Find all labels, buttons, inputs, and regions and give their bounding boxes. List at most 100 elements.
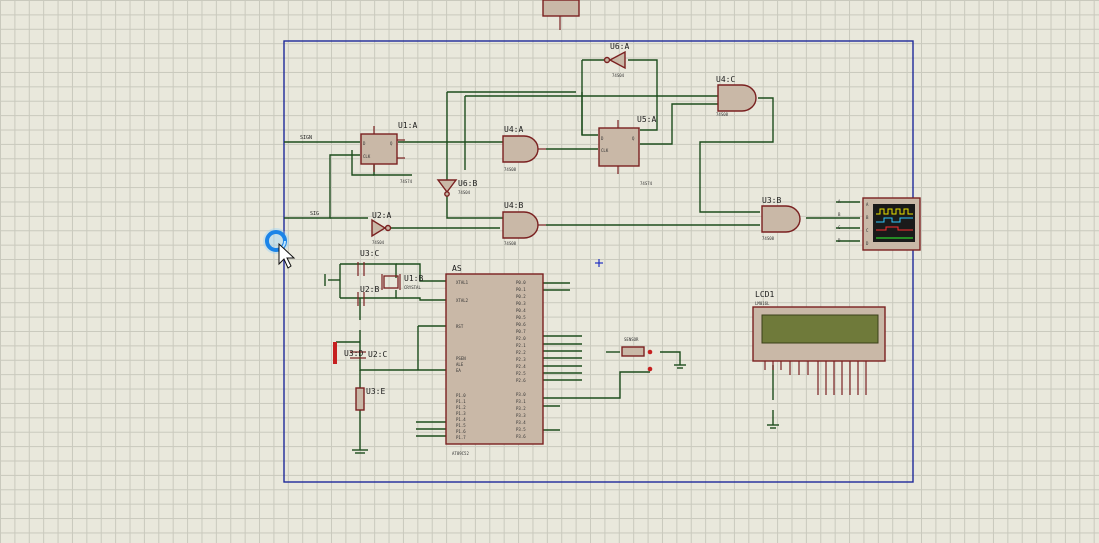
input-b-label: SIG <box>310 211 319 217</box>
offscreen-component[interactable] <box>542 0 580 30</box>
svg-text:B: B <box>838 212 841 217</box>
svg-text:Q: Q <box>632 136 635 141</box>
u2a-inverter[interactable]: U2:A 74S04 <box>371 211 391 245</box>
u3c-ref: U3:C <box>360 249 379 258</box>
u4a-ref: U4:A <box>504 125 523 134</box>
svg-text:P1.1: P1.1 <box>456 399 466 404</box>
svg-text:CRYSTAL: CRYSTAL <box>404 285 421 290</box>
svg-text:P0.2: P0.2 <box>516 294 526 299</box>
svg-text:P3.1: P3.1 <box>516 399 526 404</box>
svg-text:74S04: 74S04 <box>458 190 471 195</box>
svg-text:P3.5: P3.5 <box>516 427 526 432</box>
svg-text:74S04: 74S04 <box>612 73 625 78</box>
u6a-ref: U6:A <box>610 42 629 51</box>
svg-text:P2.0: P2.0 <box>516 336 526 341</box>
u4c-ref: U4:C <box>716 75 735 84</box>
svg-text:P3.2: P3.2 <box>516 406 526 411</box>
svg-text:P0.6: P0.6 <box>516 322 526 327</box>
u4b-and-gate[interactable]: U4:B 74S08 <box>502 201 546 246</box>
svg-text:74S08: 74S08 <box>504 241 517 246</box>
u4a-and-gate[interactable]: U4:A 74S08 <box>502 125 546 172</box>
svg-text:74S04: 74S04 <box>372 240 385 245</box>
u3b-ref: U3:B <box>762 196 781 205</box>
svg-text:P0.3: P0.3 <box>516 301 526 306</box>
origin-marker <box>595 259 603 267</box>
lcd-module[interactable]: LCD1 LM016L <box>752 290 886 395</box>
u1a-flipflop[interactable]: D CLK Q U1:A 74S74 <box>360 121 417 184</box>
u2c-ref: U2:C <box>368 350 387 359</box>
svg-text:C: C <box>866 228 869 233</box>
svg-text:74S74: 74S74 <box>640 181 653 186</box>
sensor-component[interactable]: SENSOR <box>621 337 653 372</box>
svg-text:P0.1: P0.1 <box>516 287 526 292</box>
x1-ref: U1:B <box>404 274 423 283</box>
svg-text:P1.4: P1.4 <box>456 417 466 422</box>
svg-text:P2.5: P2.5 <box>516 371 526 376</box>
u5a-flipflop[interactable]: D CLK Q U5:A 74S74 <box>598 115 656 186</box>
svg-text:B: B <box>866 215 869 220</box>
oscilloscope[interactable]: A B C D A B C D <box>838 197 921 251</box>
microcontroller[interactable]: AS XTAL1 XTAL2 RST PSEN ALE EA P1.0 P1.1… <box>445 264 544 456</box>
wires <box>284 59 860 450</box>
u6b-inverter[interactable]: U6:B 74S04 <box>436 179 477 197</box>
svg-text:P2.4: P2.4 <box>516 364 526 369</box>
svg-text:P2.1: P2.1 <box>516 343 526 348</box>
ground-lcd <box>767 424 779 429</box>
svg-text:P1.5: P1.5 <box>456 423 466 428</box>
u5a-ref: U5:A <box>637 115 656 124</box>
svg-text:P1.2: P1.2 <box>456 405 466 410</box>
svg-text:74S08: 74S08 <box>716 112 729 117</box>
svg-text:P1.0: P1.0 <box>456 393 466 398</box>
svg-text:P0.4: P0.4 <box>516 308 526 313</box>
lcd-ref: LCD1 <box>755 290 774 299</box>
sheet-border <box>283 40 914 483</box>
svg-text:AT89C52: AT89C52 <box>452 451 469 456</box>
svg-text:EA: EA <box>456 368 461 373</box>
svg-text:CLK: CLK <box>601 148 609 153</box>
svg-text:D: D <box>363 141 366 146</box>
svg-text:A: A <box>866 202 869 207</box>
svg-text:P0.5: P0.5 <box>516 315 526 320</box>
u6a-inverter[interactable]: U6:A 74S04 <box>603 42 630 78</box>
svg-text:74S08: 74S08 <box>762 236 775 241</box>
u4c-and-gate[interactable]: U4:C 74S08 <box>716 75 757 117</box>
svg-text:D: D <box>838 238 841 243</box>
svg-text:Q: Q <box>390 141 393 146</box>
svg-text:P2.2: P2.2 <box>516 350 526 355</box>
svg-text:LM016L: LM016L <box>755 301 770 306</box>
svg-text:XTAL1: XTAL1 <box>456 280 469 285</box>
svg-text:A: A <box>838 199 841 204</box>
crystal[interactable]: U1:B CRYSTAL <box>381 274 423 290</box>
svg-text:CLK: CLK <box>363 154 371 159</box>
svg-text:P2.3: P2.3 <box>516 357 526 362</box>
u1a-ref: U1:A <box>398 121 417 130</box>
input-a-label: SIGN <box>300 135 312 141</box>
reset-resistor[interactable]: U3:E <box>355 387 385 411</box>
u6b-ref: U6:B <box>458 179 477 188</box>
svg-text:74S08: 74S08 <box>504 167 517 172</box>
svg-text:P3.6: P3.6 <box>516 434 526 439</box>
u2a-ref: U2:A <box>372 211 391 220</box>
busy-cursor-icon <box>263 228 296 269</box>
svg-text:C: C <box>838 225 841 230</box>
svg-text:P1.3: P1.3 <box>456 411 466 416</box>
u2b-ref: U2:B <box>360 285 379 294</box>
ground-bottom <box>352 449 368 454</box>
svg-text:74S74: 74S74 <box>400 179 413 184</box>
capacitor-bottom[interactable]: U2:B <box>357 285 379 306</box>
svg-text:P3.4: P3.4 <box>516 420 526 425</box>
svg-text:P0.0: P0.0 <box>516 280 526 285</box>
svg-text:P3.3: P3.3 <box>516 413 526 418</box>
svg-text:RST: RST <box>456 324 464 329</box>
svg-text:D: D <box>866 241 869 246</box>
reset-capacitor[interactable]: U3:D U2:C <box>333 342 387 364</box>
u3b-and-gate[interactable]: U3:B 74S08 <box>761 196 801 241</box>
svg-text:P1.6: P1.6 <box>456 429 466 434</box>
svg-text:P2.6: P2.6 <box>516 378 526 383</box>
mcu-ref: AS <box>452 264 462 273</box>
svg-text:XTAL2: XTAL2 <box>456 298 469 303</box>
capacitor-top[interactable]: U3:C <box>357 249 379 276</box>
svg-text:P0.7: P0.7 <box>516 329 526 334</box>
